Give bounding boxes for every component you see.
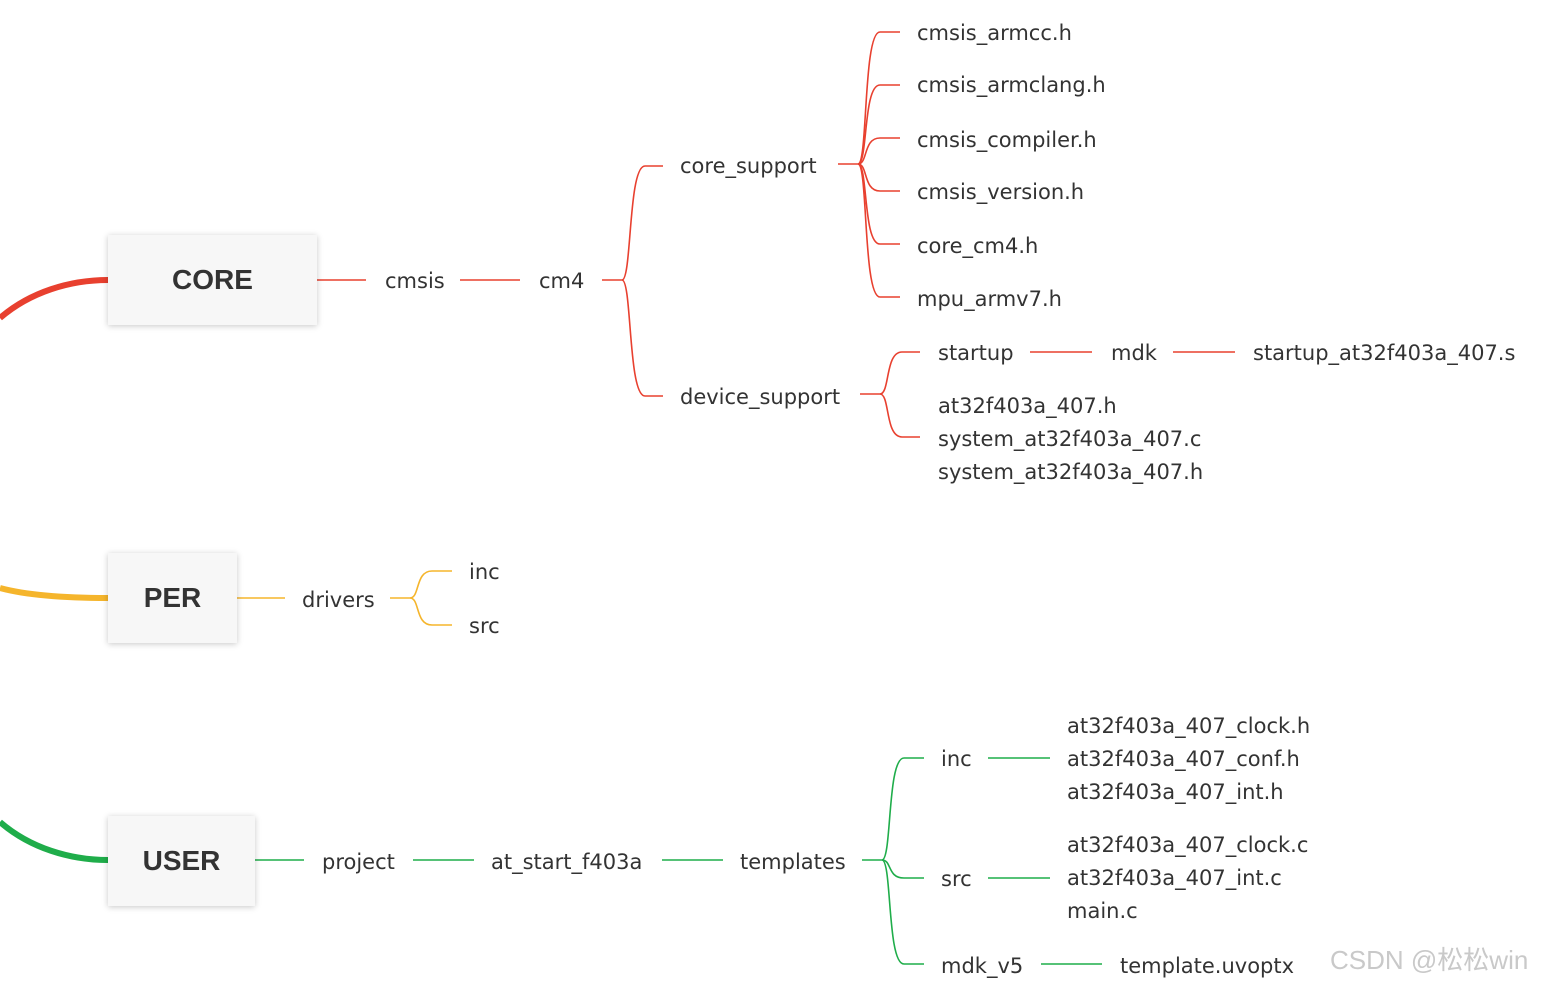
user-src-file: at32f403a_407_int.c	[1067, 866, 1282, 890]
device-support-file: system_at32f403a_407.h	[938, 460, 1204, 484]
drivers-node[interactable]: drivers	[302, 588, 375, 612]
user-inc-file: at32f403a_407_conf.h	[1067, 747, 1300, 771]
startup-file-node[interactable]: startup_at32f403a_407.s	[1253, 341, 1516, 365]
core-support-node[interactable]: core_support	[680, 154, 817, 178]
per-trunk	[0, 585, 109, 601]
board-node[interactable]: at_start_f403a	[491, 850, 643, 874]
user-inc-file: at32f403a_407_int.h	[1067, 780, 1284, 804]
cmsis-node[interactable]: cmsis	[385, 269, 445, 293]
templates-node[interactable]: templates	[740, 850, 846, 874]
core-support-file[interactable]: cmsis_armclang.h	[917, 73, 1106, 97]
user-src-file: at32f403a_407_clock.c	[1067, 833, 1309, 857]
watermark: CSDN @松松win	[1330, 945, 1529, 975]
device-support-files[interactable]: at32f403a_407.h system_at32f403a_407.c s…	[938, 390, 1203, 489]
core-node[interactable]: CORE	[108, 235, 317, 325]
user-inc-file: at32f403a_407_clock.h	[1067, 714, 1311, 738]
device-support-node[interactable]: device_support	[680, 385, 841, 409]
user-inc-node[interactable]: inc	[941, 747, 972, 771]
user-inc-files[interactable]: at32f403a_407_clock.h at32f403a_407_conf…	[1067, 710, 1310, 809]
core-support-file[interactable]: cmsis_compiler.h	[917, 128, 1097, 152]
per-inc-node[interactable]: inc	[469, 560, 500, 584]
uvoptx-node[interactable]: template.uvoptx	[1120, 954, 1295, 978]
device-support-file: at32f403a_407.h	[938, 394, 1117, 418]
core-trunk	[0, 277, 109, 321]
user-src-file: main.c	[1067, 899, 1138, 923]
core-support-file[interactable]: core_cm4.h	[917, 234, 1039, 258]
core-support-file[interactable]: cmsis_version.h	[917, 180, 1085, 204]
core-support-file[interactable]: cmsis_armcc.h	[917, 21, 1072, 45]
startup-node[interactable]: startup	[938, 341, 1014, 365]
per-node[interactable]: PER	[108, 553, 237, 643]
per-src-node[interactable]: src	[469, 614, 500, 638]
core-support-file[interactable]: mpu_armv7.h	[917, 287, 1062, 311]
user-src-files[interactable]: at32f403a_407_clock.c at32f403a_407_int.…	[1067, 829, 1308, 928]
device-support-file: system_at32f403a_407.c	[938, 427, 1202, 451]
project-node[interactable]: project	[322, 850, 395, 874]
user-node[interactable]: USER	[108, 816, 255, 906]
cm4-node[interactable]: cm4	[539, 269, 585, 293]
mdk-node[interactable]: mdk	[1111, 341, 1157, 365]
mdk-v5-node[interactable]: mdk_v5	[941, 954, 1024, 978]
user-trunk	[0, 819, 109, 863]
user-src-node[interactable]: src	[941, 867, 972, 891]
